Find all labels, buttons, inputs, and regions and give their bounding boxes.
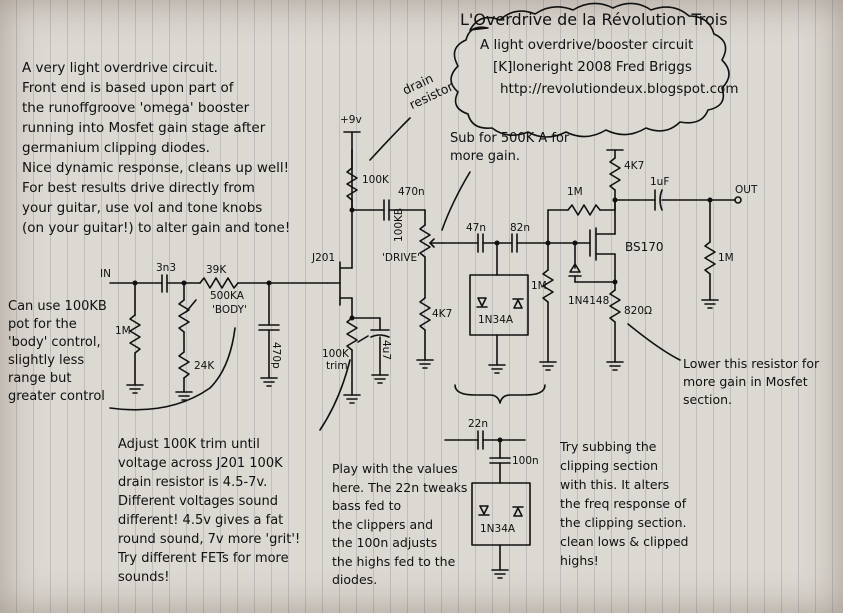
resistor-820	[609, 289, 621, 323]
label-alt-1n34a: 1N34A	[480, 523, 516, 535]
label-3n3: 3n3	[156, 262, 177, 274]
label-trim: trim	[326, 360, 348, 372]
label-j201: J201	[312, 252, 336, 264]
label-1m-input: 1M	[115, 325, 131, 337]
label-1m-output: 1M	[718, 252, 734, 264]
label-24k: 24K	[194, 360, 215, 372]
label-4k7-drive: 4K7	[432, 308, 453, 320]
alt-diode-right	[513, 507, 523, 517]
resistor-4k7-drive	[419, 297, 431, 331]
title-line-1: L'Overdrive de la Révolution Trois	[460, 10, 728, 29]
title-line-3: [K]loneright 2008 Fred Briggs	[493, 59, 692, 75]
arrow-drain	[369, 117, 411, 161]
label-47n: 47n	[466, 222, 487, 234]
title-line-2: A light overdrive/booster circuit	[480, 37, 694, 53]
diode-pair-box	[469, 274, 529, 336]
note-play-values: Play with the values here. The 22n tweak…	[332, 461, 468, 587]
title-line-4: http://revolutiondeux.blogspot.com	[500, 81, 739, 97]
resistor-1m-bias	[542, 269, 554, 303]
arrow-body	[109, 327, 236, 411]
label-100kb: 100KB	[393, 207, 405, 242]
resistor-39k	[199, 277, 239, 289]
label-in: IN	[100, 268, 111, 280]
diode-right	[513, 299, 523, 309]
arrow-lower	[627, 323, 681, 361]
label-alt-100n: 100n	[512, 455, 539, 467]
label-9v: +9v	[340, 114, 362, 126]
note-lower-resistor: Lower this resistor for more gain in Mos…	[683, 356, 820, 407]
note-trim: Adjust 100K trim until voltage across J2…	[118, 437, 301, 585]
note-sub-500k: Sub for 500K A for more gain.	[450, 131, 570, 164]
pot-500ka	[178, 299, 190, 333]
label-470p: 470p	[270, 342, 282, 369]
note-intro: A very light overdrive circuit. Front en…	[22, 60, 291, 236]
alt-diode-box	[471, 482, 531, 546]
note-body-pot: Can use 100KB pot for the 'body' control…	[8, 299, 107, 404]
label-1uf: 1uF	[650, 176, 670, 188]
pot-100kb-drive	[419, 224, 431, 258]
title-cloud	[450, 2, 730, 138]
resistor-1m-output	[704, 241, 716, 275]
arrow-trim	[319, 359, 351, 431]
label-1m-gate: 1M	[567, 186, 583, 198]
resistor-4k7-mosfet	[609, 157, 621, 191]
label-470n: 470n	[398, 186, 425, 198]
diode-left	[477, 297, 487, 307]
diode-1n4148	[569, 263, 581, 273]
label-1n34a: 1N34A	[478, 314, 514, 326]
label-1m-bias: 1M	[531, 280, 547, 292]
note-try-subbing: Try subbing the clipping section with th…	[560, 439, 689, 568]
bracket	[454, 384, 546, 404]
label-100k-drain: 100K	[362, 174, 389, 186]
label-bs170: BS170	[625, 240, 664, 254]
label-39k: 39K	[206, 264, 227, 276]
alt-diode-left	[479, 505, 489, 515]
label-1n4148: 1N4148	[568, 295, 610, 307]
arrow-sub500k	[441, 171, 471, 231]
label-body: 'BODY'	[212, 304, 247, 316]
resistor-1m-input	[129, 314, 141, 354]
label-82n: 82n	[510, 222, 531, 234]
label-4u7: 4u7	[380, 340, 392, 361]
resistor-100k-drain	[346, 167, 358, 201]
label-trim-100k: 100K	[322, 348, 349, 360]
label-drive: 'DRIVE'	[382, 252, 421, 264]
resistor-1m-gate	[567, 204, 601, 216]
label-alt-22n: 22n	[468, 418, 489, 430]
resistor-24k	[178, 351, 190, 379]
label-820: 820Ω	[624, 305, 653, 317]
label-500ka: 500KA	[210, 290, 244, 302]
label-4k7-mosfet: 4K7	[624, 160, 645, 172]
label-out: OUT	[735, 184, 758, 196]
trim-100k	[346, 317, 358, 351]
